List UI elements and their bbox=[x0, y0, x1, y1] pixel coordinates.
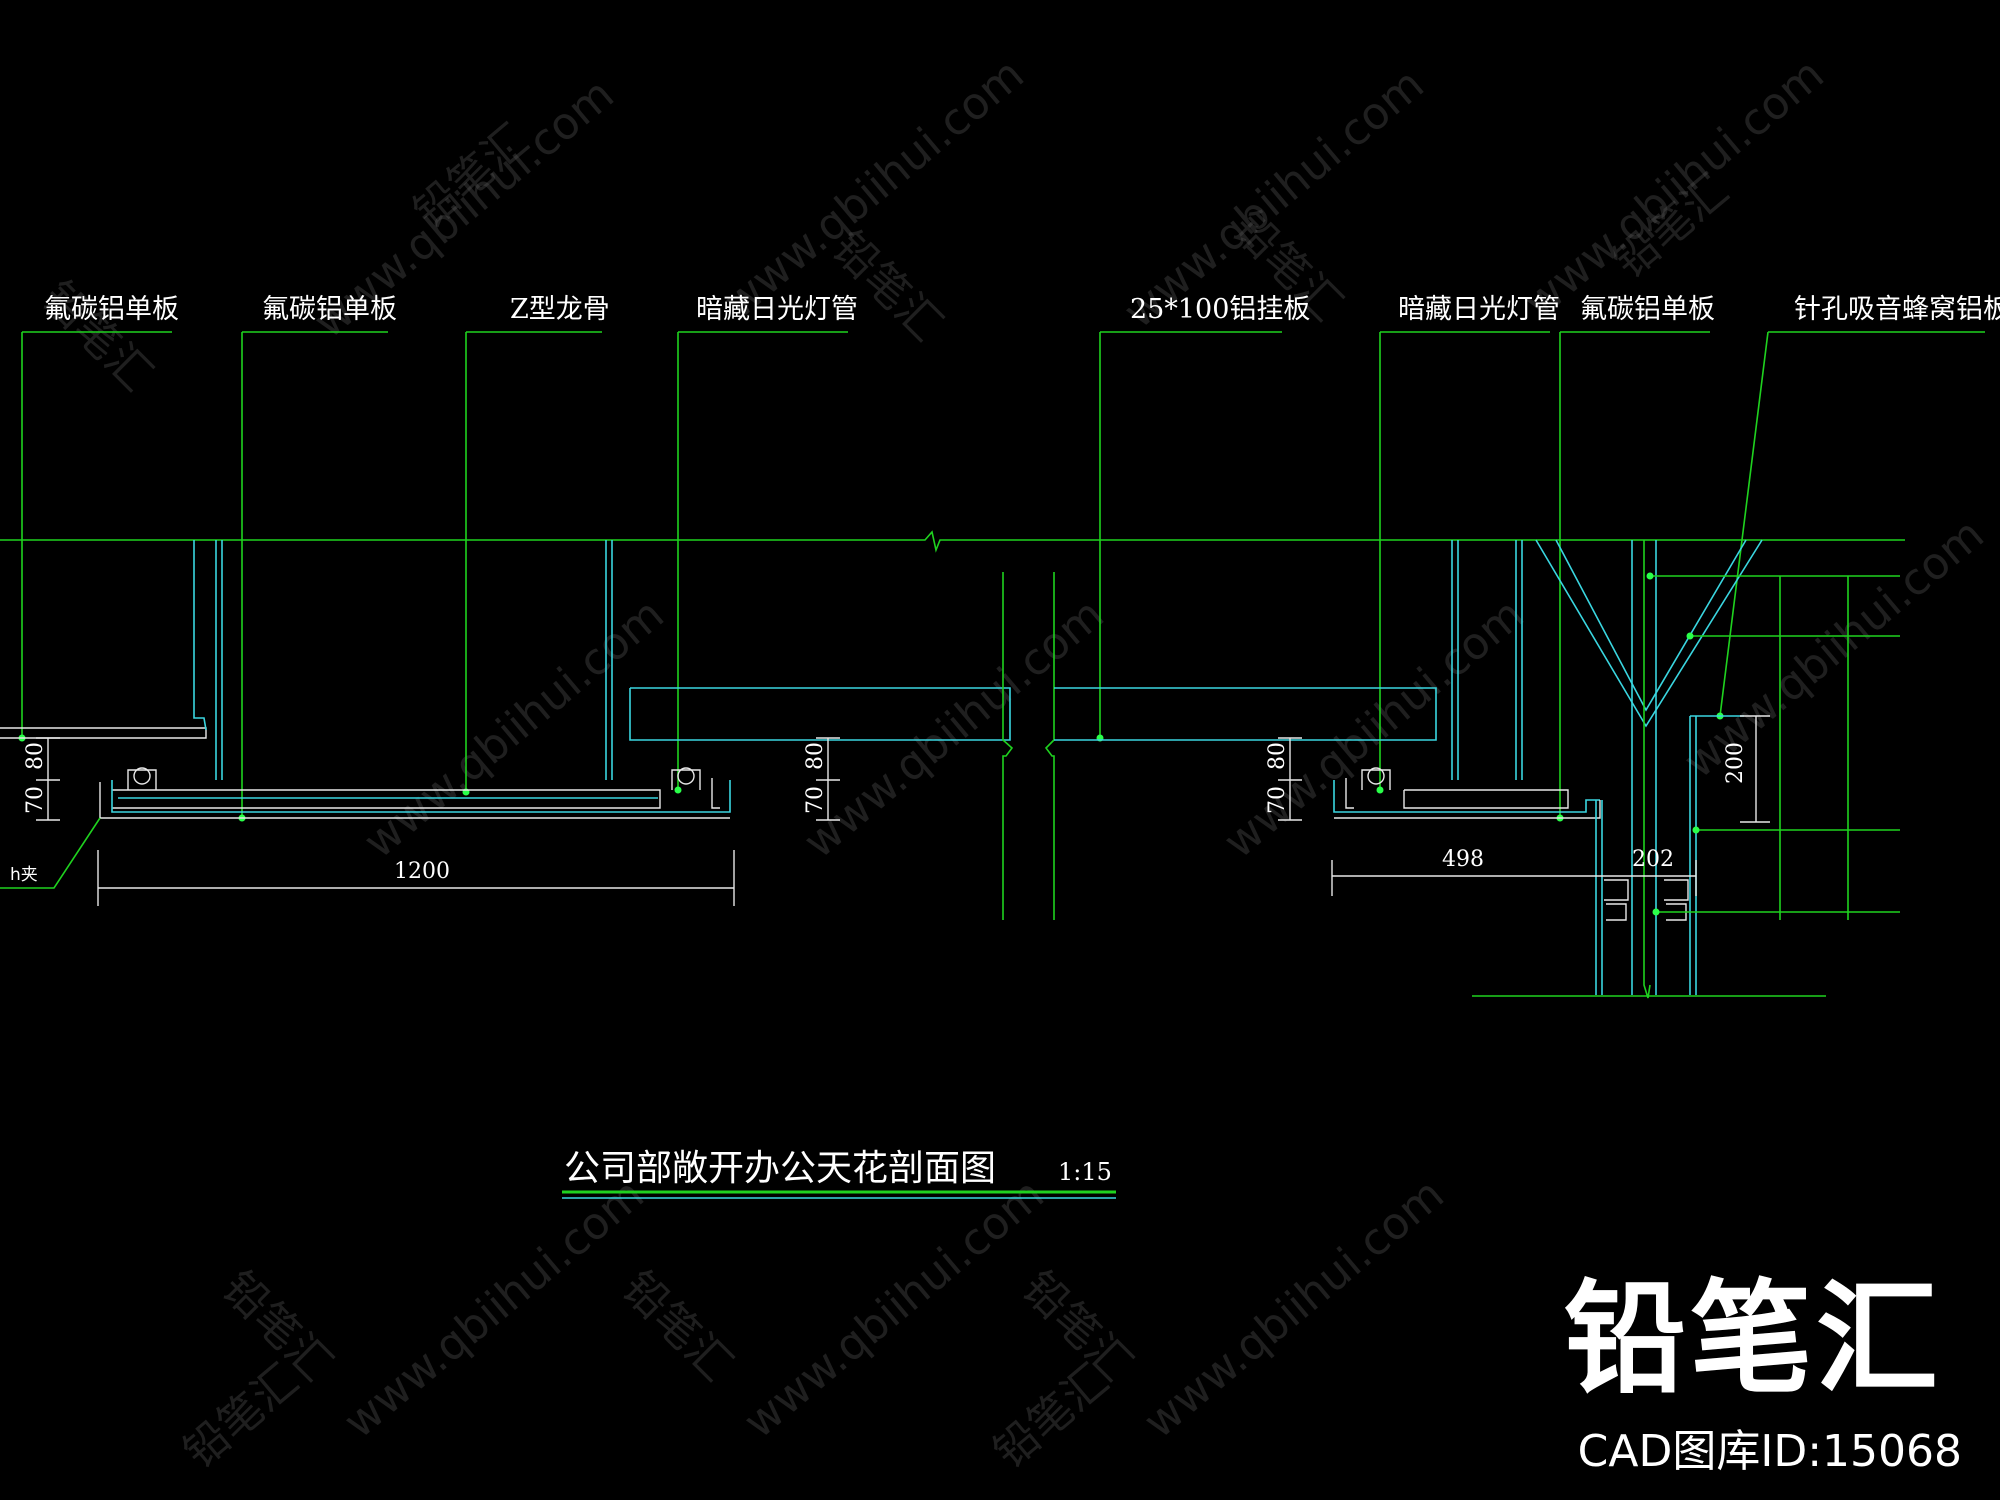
dim-70-left: 70 bbox=[23, 786, 48, 814]
watermark-site: www.qbiihui.com bbox=[794, 589, 1113, 869]
leader-annotations: 氟碳铝单板 氟碳铝单板 Z型龙骨 暗藏日光灯管 25*100铝挂板 暗藏日光灯管… bbox=[18, 294, 2000, 822]
right-ceiling-assembly bbox=[1333, 539, 1900, 999]
clip-note: h夹 bbox=[10, 865, 38, 885]
left-ceiling-assembly: h夹 bbox=[0, 540, 731, 889]
watermark-site: www.qbiihui.com bbox=[734, 1169, 1053, 1449]
leader-label-fluorocarbon-panel-2: 氟碳铝单板 bbox=[262, 294, 397, 325]
watermark-site: www.qbiihui.com bbox=[1134, 1169, 1453, 1449]
watermark-brand: 铅笔汇 bbox=[174, 1355, 308, 1479]
leader-label-hidden-fluorescent-2: 暗藏日光灯管 bbox=[1398, 294, 1560, 325]
leader-label-z-keel: Z型龙骨 bbox=[510, 294, 610, 325]
drawing-title-block: 公司部敞开办公天花剖面图 1:15 bbox=[562, 1148, 1116, 1199]
leader-label-fluorocarbon-panel-1: 氟碳铝单板 bbox=[44, 294, 179, 325]
watermark-site: www.qbiihui.com bbox=[1514, 49, 1833, 329]
dim-202: 202 bbox=[1632, 847, 1674, 872]
dim-1200: 1200 bbox=[394, 859, 450, 884]
dim-200: 200 bbox=[1723, 742, 1748, 784]
dim-80-middle: 80 bbox=[803, 742, 828, 770]
watermark-site: www.qbiihui.com bbox=[354, 589, 673, 869]
leader-label-perforated-honeycomb-panel: 针孔吸音蜂窝铝板 bbox=[1794, 294, 2000, 325]
drawing-scale: 1:15 bbox=[1058, 1158, 1112, 1186]
watermark-brand: 铅笔汇 bbox=[984, 1355, 1118, 1479]
ceiling-reference-line bbox=[0, 530, 1905, 553]
dim-70-right: 70 bbox=[1265, 786, 1290, 814]
dim-498: 498 bbox=[1442, 847, 1484, 872]
drawing-title: 公司部敞开办公天花剖面图 bbox=[564, 1148, 996, 1189]
middle-panel-assembly bbox=[629, 572, 1437, 920]
dim-80-right: 80 bbox=[1265, 742, 1290, 770]
watermark-layer: www.qbiihui.com www.qbiihui.com www.qbii… bbox=[32, 49, 1993, 1479]
watermark-site: www.qbiihui.com bbox=[1214, 589, 1533, 869]
dim-80-left: 80 bbox=[23, 742, 48, 770]
leader-label-aluminum-hanging-panel: 25*100铝挂板 bbox=[1130, 294, 1310, 325]
dim-70-middle: 70 bbox=[803, 786, 828, 814]
leader-label-fluorocarbon-panel-3: 氟碳铝单板 bbox=[1580, 294, 1715, 325]
watermark-site: www.qbiihui.com bbox=[334, 1169, 653, 1449]
leader-label-hidden-fluorescent-1: 暗藏日光灯管 bbox=[696, 294, 858, 325]
brand-logo: 铅笔汇 bbox=[1564, 1268, 1942, 1410]
library-id: CAD图库ID:15068 bbox=[1577, 1426, 1962, 1477]
watermark-brand: 铅笔汇 bbox=[32, 272, 161, 401]
watermark-brand: 铅笔汇 bbox=[612, 1262, 741, 1391]
dimension-lines: 80 70 80 70 80 70 1200 498 202 200 bbox=[23, 715, 1770, 906]
